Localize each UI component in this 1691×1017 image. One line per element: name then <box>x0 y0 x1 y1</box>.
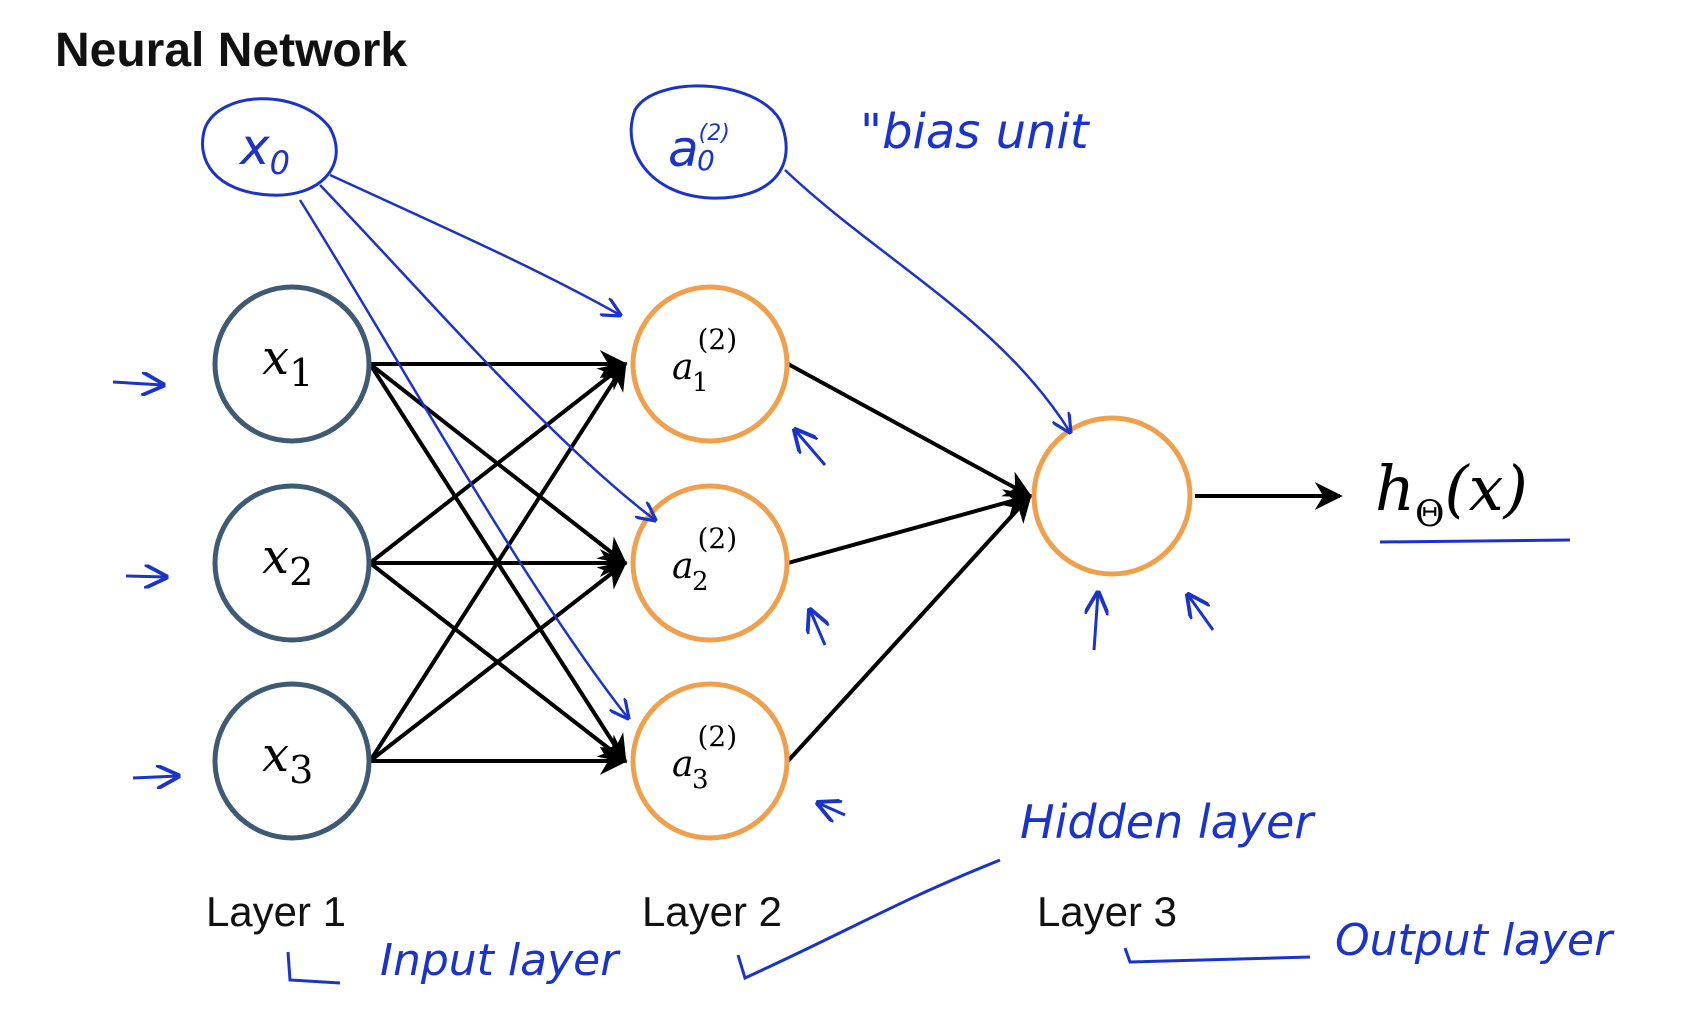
input-layer-pointer <box>286 951 341 985</box>
input-node-1 <box>212 284 372 444</box>
input-node-3-label: x3 <box>262 727 313 792</box>
input-layer-nodes: x1 x2 x3 <box>212 284 372 841</box>
hidden-layer-note: Hidden layer <box>1020 795 1316 849</box>
input-node-3 <box>212 681 372 841</box>
hidden-node-1-label: a(2)1 <box>672 323 737 398</box>
bias-units: x0 a(2)0 "bias unit <box>201 84 1091 200</box>
annotation-arrows <box>112 382 1311 985</box>
edge-x2-a1 <box>368 362 628 565</box>
hidden-node-3 <box>630 681 790 841</box>
edge-x3-a1 <box>368 361 627 763</box>
bias-connections <box>298 169 1070 718</box>
input-arrow-3 <box>132 776 178 778</box>
input-to-hidden-connections <box>368 350 628 775</box>
input-node-1-label: x1 <box>262 330 313 395</box>
input-layer-note: Input layer <box>380 935 621 986</box>
hidden-arrow-2 <box>810 610 825 646</box>
page-title: Neural Network <box>55 24 407 77</box>
output-node <box>1031 415 1193 577</box>
bias-x0-to-a1 <box>329 173 620 315</box>
bias-x0-to-a2 <box>319 184 655 520</box>
hidden-layer-nodes: a(2)1 a(2)2 a(2)3 <box>630 284 790 841</box>
edge-a1-out <box>787 362 1033 498</box>
output-layer-pointer <box>1123 947 1311 964</box>
hidden-node-2 <box>630 483 790 643</box>
bias-x0-circle <box>201 97 338 197</box>
hidden-layer-pointer <box>736 858 1001 981</box>
bias-a0-circle <box>629 84 788 200</box>
edge-x3-a2 <box>368 561 628 763</box>
hidden-node-3-label: a(2)3 <box>672 720 737 795</box>
input-node-2-label: x2 <box>262 529 313 594</box>
hidden-arrow-3 <box>818 803 846 815</box>
bias-unit-note: "bias unit <box>860 104 1091 160</box>
hidden-arrow-1 <box>795 430 827 466</box>
hypothesis-underline <box>1379 538 1571 544</box>
bias-a0-to-output <box>784 169 1070 432</box>
bias-a0-label: a(2)0 <box>668 120 730 178</box>
input-arrow-1 <box>112 382 163 385</box>
bias-x0-to-a3 <box>298 199 628 718</box>
edge-a3-out <box>786 493 1032 763</box>
output-arrow-2 <box>1188 595 1215 631</box>
layer-3-label: Layer 3 <box>1037 888 1177 935</box>
hidden-to-output-connections <box>786 362 1343 763</box>
input-node-2 <box>212 483 372 643</box>
bias-x0-label: x0 <box>238 118 290 182</box>
hypothesis-label: hΘ(x) <box>1375 452 1528 535</box>
output-arrow-1 <box>1094 593 1098 651</box>
hidden-node-2-label: a(2)2 <box>672 522 737 597</box>
edge-a2-out <box>787 489 1033 565</box>
input-arrow-2 <box>125 576 166 577</box>
layer-1-label: Layer 1 <box>206 888 346 935</box>
output-layer-note: Output layer <box>1335 915 1615 966</box>
hidden-node-1 <box>630 284 790 444</box>
layer-2-label: Layer 2 <box>642 888 782 935</box>
